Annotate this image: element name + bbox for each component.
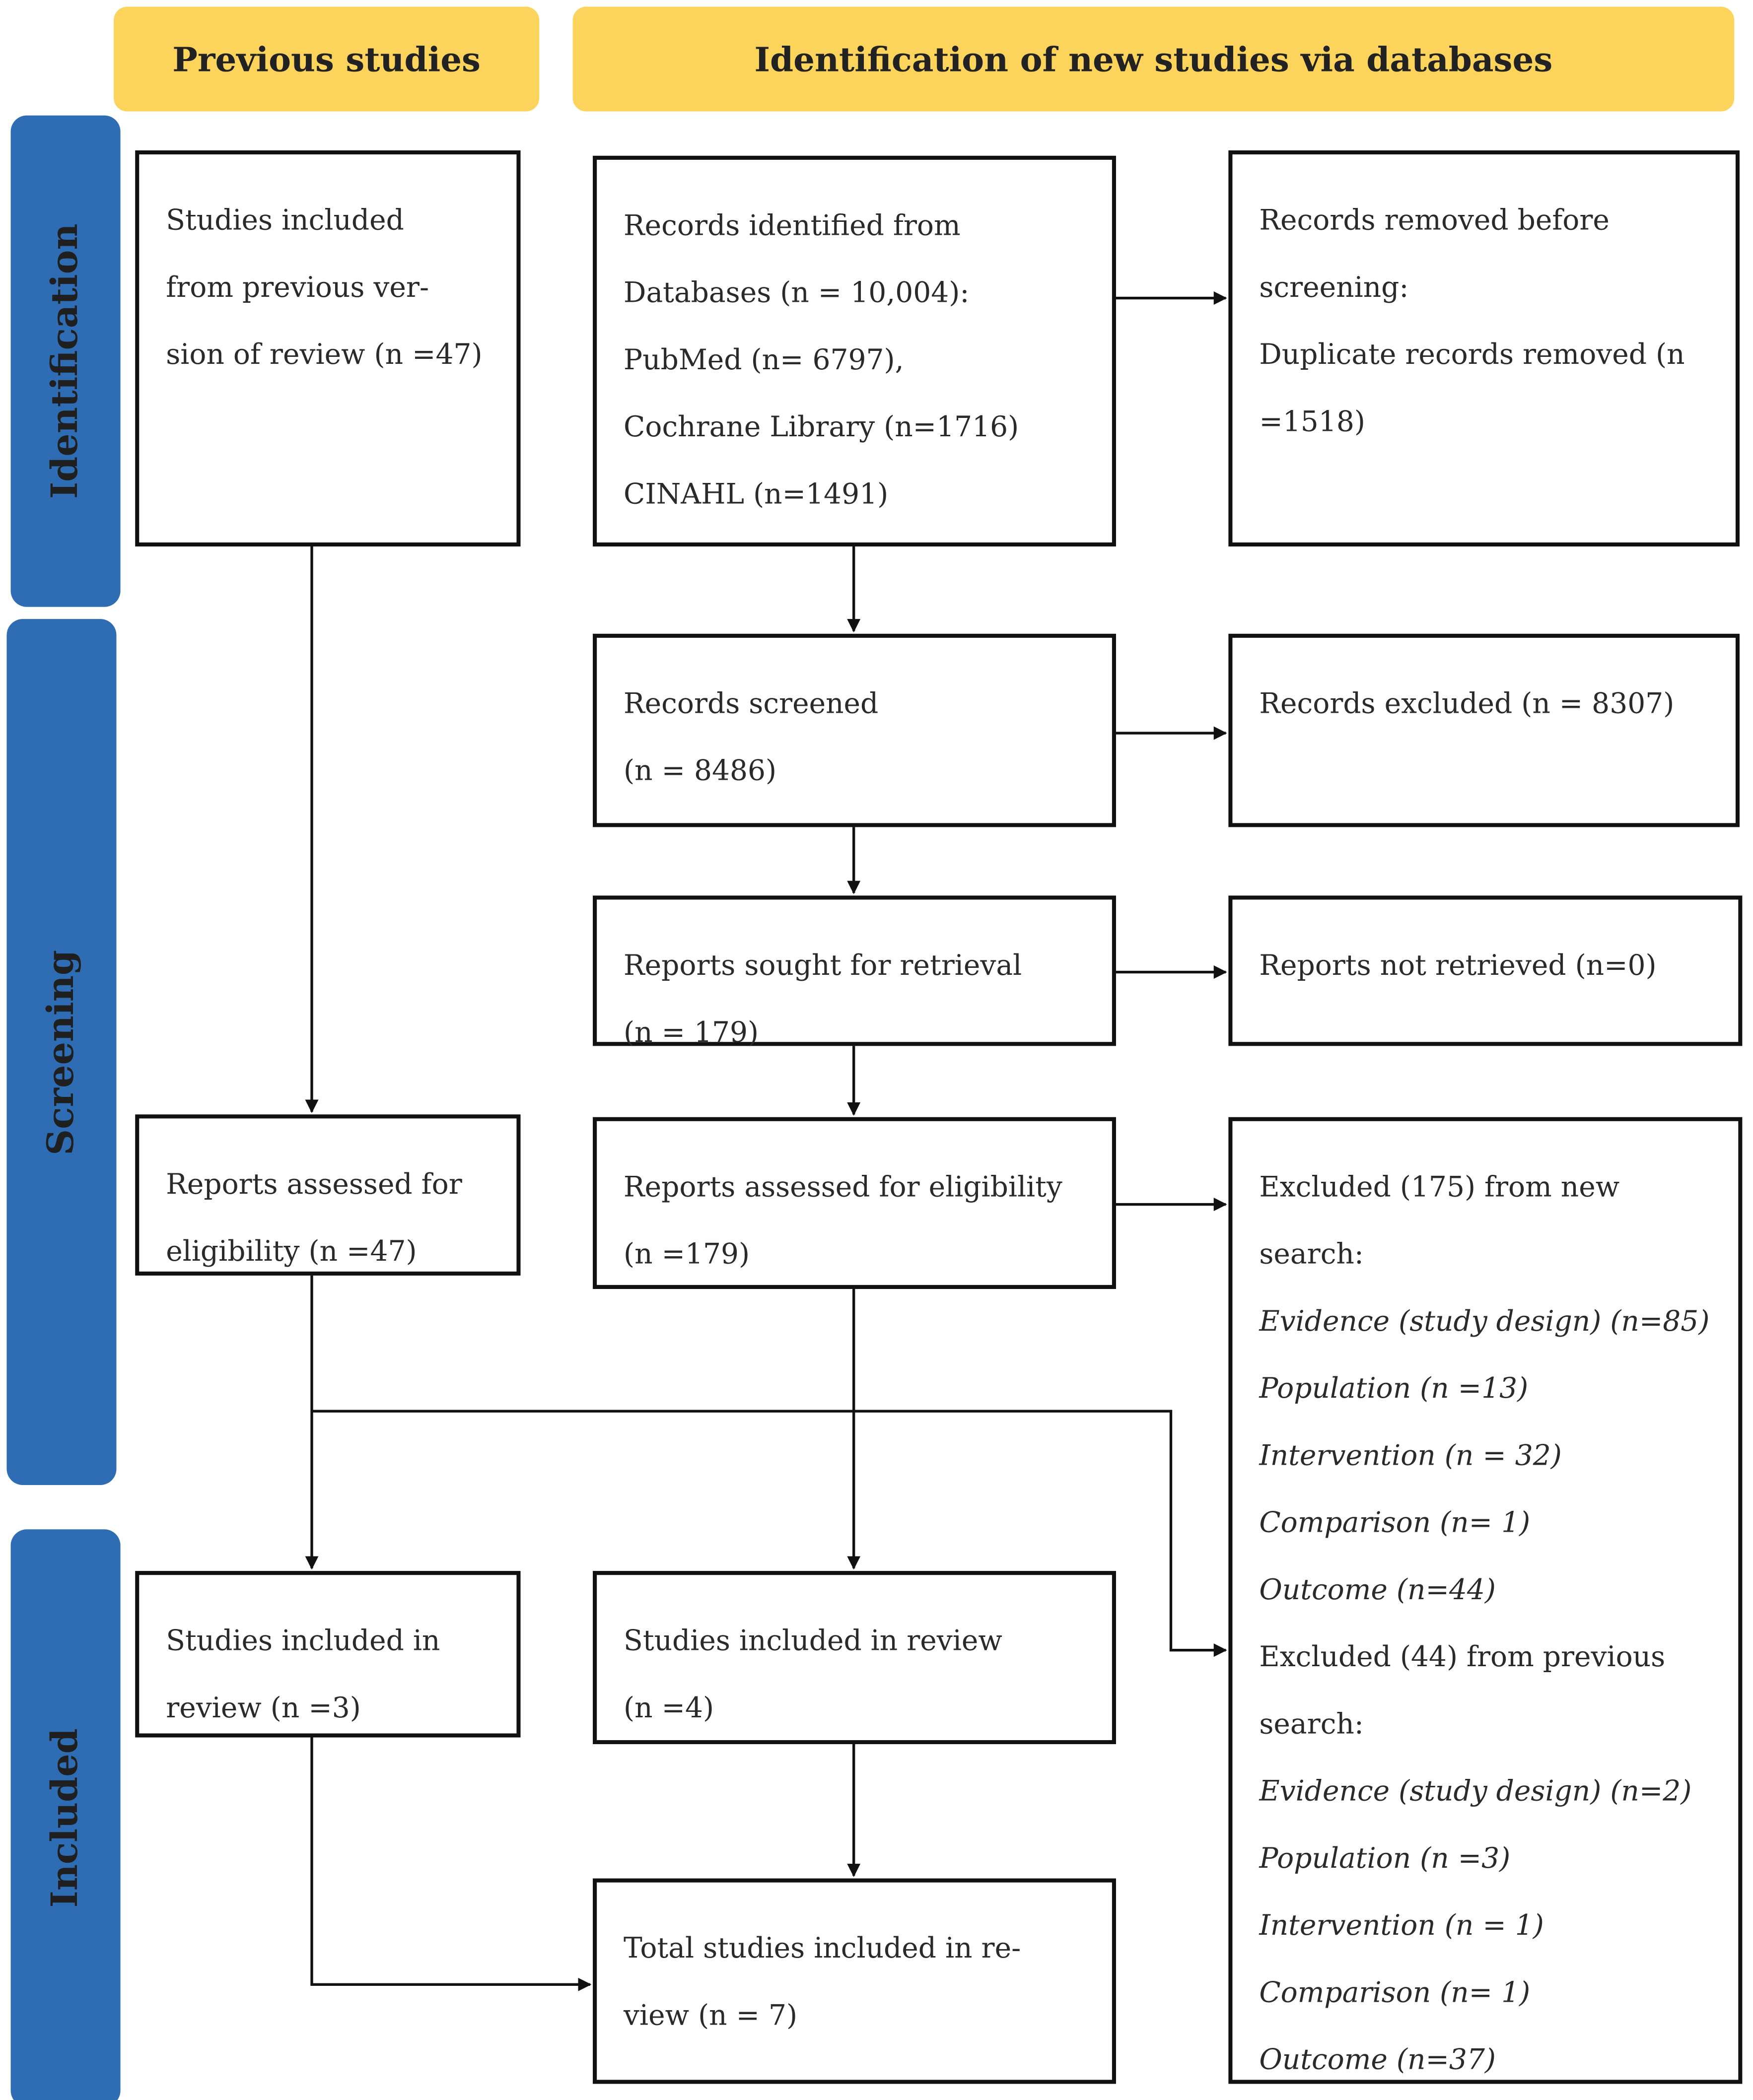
box-new-assessed: Reports assessed for eligibility (n =179) (593, 1117, 1116, 1289)
box-text-line: Records excluded (n = 8307) (1259, 687, 1675, 720)
box-text-line: Intervention (n = 1) (1259, 1909, 1544, 1942)
box-text-line: Population (n =13) (1259, 1372, 1529, 1405)
box-text-line: Population (n =3) (1259, 1842, 1511, 1875)
box-text-line: Excluded (175) from new (1259, 1170, 1620, 1203)
box-reports-sought: Reports sought for retrieval (n = 179) (593, 895, 1116, 1049)
box-text-line: review (n =3) (166, 1692, 361, 1724)
box-text-line: Comparison (n= 1) (1259, 1506, 1531, 1539)
box-records-removed: Records removed before screening: Duplicat… (1228, 150, 1740, 547)
arrow-prev-assessed-to-excluded (312, 1410, 1227, 1657)
box-previous-assessed: Reports assessed for eligibility (n =47) (135, 1114, 521, 1276)
box-text-line: eligibility (n =47) (166, 1235, 417, 1268)
box-text-line: Intervention (n = 32) (1259, 1439, 1562, 1472)
box-text-line: (n = 179) (624, 1016, 759, 1049)
box-text-line: Outcome (n=44) (1259, 1573, 1496, 1606)
box-previous-included: Studies included from previous ver-sion o… (135, 150, 521, 547)
box-text-line: Outcome (n=37) (1259, 2043, 1496, 2076)
box-text-line: Records removed before (1259, 204, 1610, 237)
box-text-line: sion of review (n =47) (166, 338, 483, 371)
box-text-line: Duplicate records removed (n (1259, 338, 1685, 371)
box-text-line: Cochrane Library (n=1716) (624, 410, 1019, 443)
box-text-line: search: (1259, 1708, 1364, 1740)
box-text-line: Databases (n = 10,004): (624, 276, 970, 309)
box-text-line: PubMed (n= 6797), (624, 343, 904, 376)
header-new-studies: Identification of new studies via databa… (572, 6, 1735, 112)
box-total-included: Total studies included in re-view (n = 7… (593, 1878, 1116, 2084)
box-text-line: Comparison (n= 1) (1259, 1976, 1531, 2009)
box-previous-included-review: Studies included in review (n =3) (135, 1571, 521, 1738)
box-text-line: (n = 8486) (624, 754, 777, 787)
box-text-line: from previous ver- (166, 271, 429, 304)
box-text-line: Excluded (44) from previous (1259, 1640, 1666, 1673)
box-text-line: Reports not retrieved (n=0) (1259, 949, 1657, 982)
arrow-prev-included-to-total (310, 1737, 592, 1991)
box-text-line: Evidence (study design) (n=85) (1259, 1305, 1710, 1338)
box-text-line: Records screened (624, 687, 879, 720)
header-previous-studies: Previous studies (114, 6, 540, 112)
box-text-line: screening: (1259, 271, 1409, 304)
box-text-line: Studies included in (166, 1625, 440, 1657)
box-reports-not-retrieved: Reports not retrieved (n=0) (1228, 895, 1743, 1046)
box-text-line: (n =4) (624, 1692, 714, 1724)
phase-screening: Screening (6, 619, 117, 1485)
box-text-line: Studies included (166, 204, 404, 237)
box-text-line: Studies included in review (624, 1625, 1002, 1657)
box-excluded-reasons: Excluded (175) from new search: Evidence (… (1228, 1117, 1743, 2084)
box-text-line: view (n = 7) (624, 1999, 798, 2032)
box-text-line: Records identified from (624, 209, 961, 242)
box-text-line: CINAHL (n=1491) (624, 478, 889, 510)
box-text-line: search: (1259, 1238, 1364, 1271)
box-records-screened: Records screened (n = 8486) (593, 633, 1116, 827)
box-text-line: (n =179) (624, 1238, 750, 1271)
box-text-line: Total studies included in re- (624, 1932, 1021, 1965)
box-text-line: =1518) (1259, 405, 1365, 438)
box-text-line: Reports sought for retrieval (624, 949, 1022, 982)
box-text-line: Reports assessed for (166, 1168, 462, 1201)
box-text-line: Evidence (study design) (n=2) (1259, 1775, 1692, 1808)
box-new-included-review: Studies included in review (n =4) (593, 1571, 1116, 1745)
phase-included: Included (10, 1529, 121, 2100)
box-records-excluded: Records excluded (n = 8307) (1228, 633, 1740, 827)
box-text-line: Reports assessed for eligibility (624, 1170, 1062, 1203)
phase-identification: Identification (10, 115, 121, 607)
